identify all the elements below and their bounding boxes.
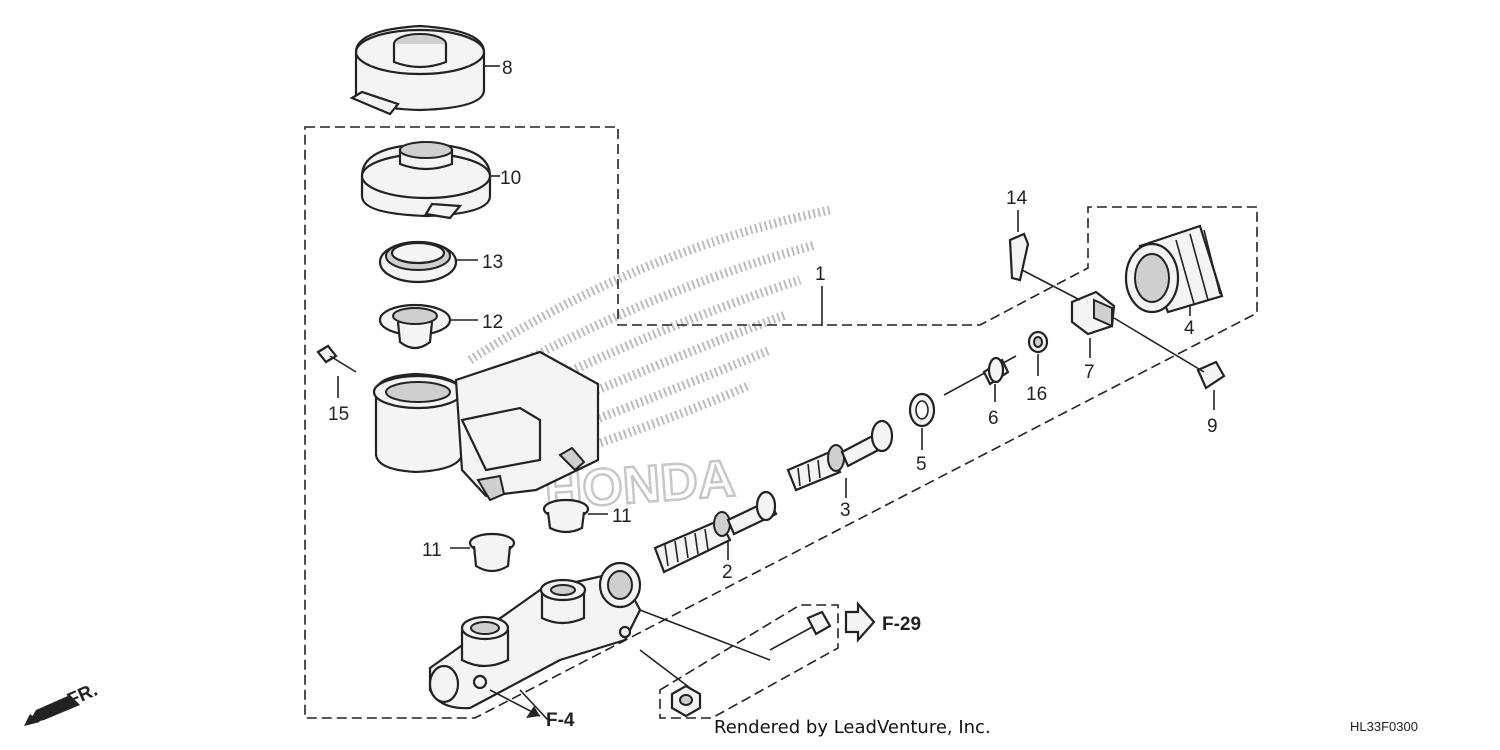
reservoir-body xyxy=(372,350,600,502)
callout-7: 7 xyxy=(1084,362,1095,383)
callout-11-upper: 11 xyxy=(612,506,632,527)
arrow-f4 xyxy=(489,689,541,718)
callout-8: 8 xyxy=(502,58,513,79)
callout-13: 13 xyxy=(482,252,503,273)
callout-14: 14 xyxy=(1006,188,1028,209)
diagram-code: HL33F0300 xyxy=(1350,719,1418,734)
reservoir-cover-part-8 xyxy=(349,24,500,116)
seal-ring-part-5 xyxy=(908,392,936,450)
callout-16: 16 xyxy=(1026,384,1047,405)
plug-part-11-upper xyxy=(542,498,608,534)
nut-part-16 xyxy=(1027,330,1049,376)
secondary-piston-part-3 xyxy=(786,419,894,498)
callout-12: 12 xyxy=(482,312,503,333)
bolt-box-f29 xyxy=(659,604,839,719)
screw-part-15 xyxy=(316,344,357,398)
bolt-f29 xyxy=(639,609,832,661)
front-arrow-icon xyxy=(24,695,80,726)
callout-6: 6 xyxy=(988,408,999,429)
clevis-part-7 xyxy=(1070,290,1116,358)
diaphragm-part-12 xyxy=(378,303,478,350)
callout-9: 9 xyxy=(1207,416,1218,437)
ref-label-f29: F-29 xyxy=(882,614,921,635)
callout-5: 5 xyxy=(916,454,927,475)
push-rod-part-6 xyxy=(943,355,1017,402)
callout-10: 10 xyxy=(500,168,521,189)
ref-label-f4: F-4 xyxy=(546,710,575,731)
callout-4: 4 xyxy=(1184,318,1195,339)
callout-3: 3 xyxy=(840,500,851,521)
boot-part-4 xyxy=(1124,224,1224,316)
plug-part-11-lower xyxy=(450,532,516,573)
cotter-pin-part-14 xyxy=(1008,210,1081,301)
flange-nut xyxy=(639,649,702,718)
credit-text: Rendered by LeadVenture, Inc. xyxy=(714,717,991,738)
reservoir-cap-part-10 xyxy=(360,141,500,220)
callout-11-lower: 11 xyxy=(422,540,442,561)
callout-2: 2 xyxy=(722,562,733,583)
primary-piston-part-2 xyxy=(653,490,778,574)
assembly-box-1 xyxy=(304,126,1258,719)
callout-15: 15 xyxy=(328,404,349,425)
pin-bolt-part-9 xyxy=(1113,317,1226,410)
master-cylinder-body xyxy=(428,561,642,721)
ref-label-fr: FR. xyxy=(64,680,101,712)
diaphragm-plate-part-13 xyxy=(378,240,478,284)
callout-1: 1 xyxy=(815,264,826,285)
arrow-f29 xyxy=(844,601,876,643)
